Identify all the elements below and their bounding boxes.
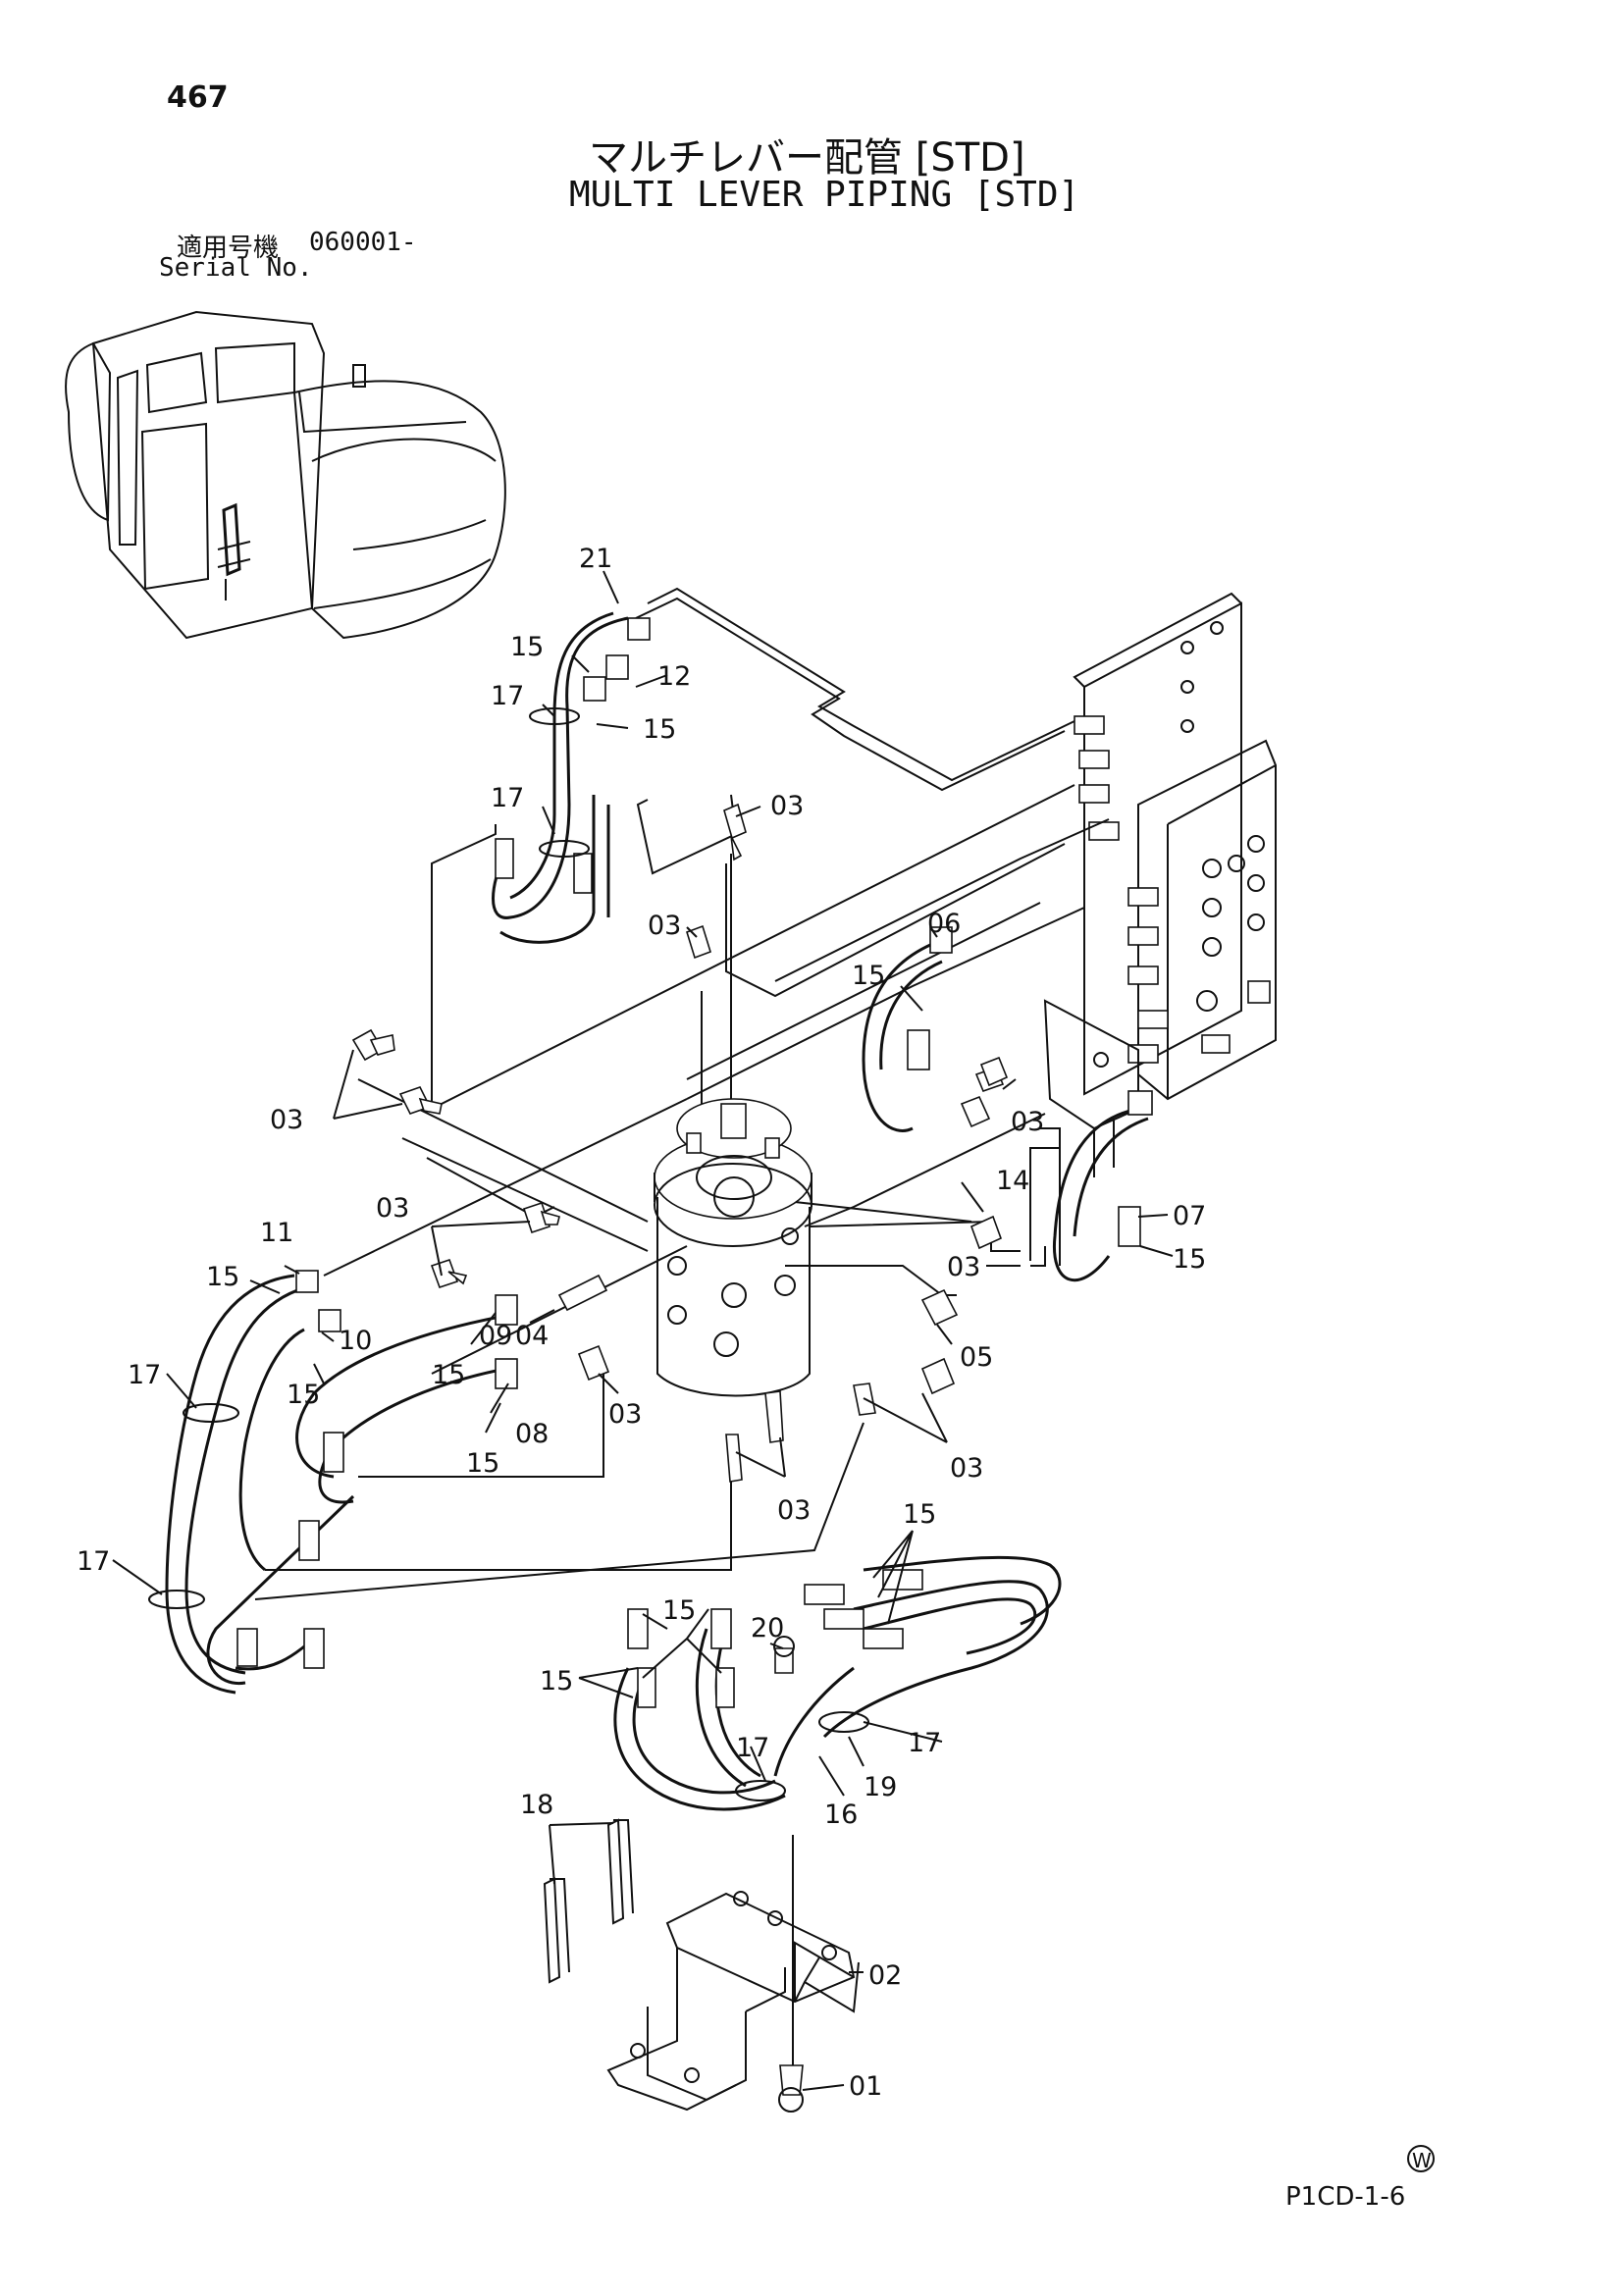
callout-15: 15: [510, 632, 544, 662]
callout-17: 17: [128, 1360, 161, 1390]
callout-11: 11: [260, 1218, 293, 1248]
callout-17: 17: [491, 681, 524, 711]
callout-20: 20: [751, 1613, 784, 1644]
multi-control-valve: [1043, 592, 1277, 1177]
callout-06: 06: [927, 909, 961, 939]
hose-end-fittings: [236, 617, 1153, 1708]
w-mark: W: [1407, 2145, 1435, 2172]
callout-03: 03: [947, 1252, 980, 1282]
callout-17: 17: [908, 1728, 941, 1758]
callout-03: 03: [950, 1453, 983, 1484]
multi-lever-block: [654, 1098, 812, 1397]
callout-15: 15: [287, 1380, 320, 1410]
callout-02: 02: [868, 1960, 902, 1991]
callout-15: 15: [206, 1262, 239, 1292]
connection-lines: [254, 587, 1110, 1600]
callout-15: 15: [466, 1448, 499, 1479]
part-callouts: 21 15 12 17 15 17 03 03 06 15 03 03 14 0…: [77, 544, 1206, 2102]
callout-08: 08: [515, 1419, 549, 1449]
title-japanese: マルチレバー配管 [STD]: [589, 135, 1025, 181]
serial-label-english: Serial No.: [159, 253, 313, 283]
callout-18: 18: [520, 1790, 553, 1820]
callout-15: 15: [662, 1595, 696, 1626]
valve-ports: [1196, 835, 1265, 1012]
leader-lines: [112, 570, 1174, 2091]
callout-04: 04: [515, 1321, 549, 1351]
valve-fittings: [1074, 715, 1271, 1064]
callout-16: 16: [824, 1800, 858, 1830]
mounting-bracket: [543, 1636, 860, 2113]
callout-17: 17: [491, 783, 524, 813]
callout-17: 17: [77, 1546, 110, 1577]
callout-14: 14: [996, 1166, 1029, 1196]
callout-03: 03: [648, 911, 681, 941]
w-mark-letter: W: [1412, 2149, 1432, 2172]
page-number: 467: [167, 80, 229, 115]
callout-05: 05: [960, 1342, 993, 1373]
callout-03: 03: [376, 1193, 409, 1224]
callout-19: 19: [864, 1772, 897, 1802]
callout-03: 03: [770, 791, 804, 821]
callout-03: 03: [608, 1399, 642, 1430]
hose-clamps: [148, 707, 869, 1801]
callout-07: 07: [1173, 1201, 1206, 1231]
callout-12: 12: [657, 661, 691, 692]
callout-21: 21: [579, 544, 612, 574]
drawing-code: P1CD-1-6: [1285, 2182, 1406, 2212]
callout-03: 03: [777, 1495, 811, 1526]
callout-17: 17: [736, 1733, 769, 1763]
callout-15: 15: [852, 961, 885, 991]
callout-10: 10: [339, 1326, 372, 1356]
hoses: [165, 611, 1149, 1811]
excavator-locator-sketch: [65, 310, 506, 640]
fittings: [351, 803, 1009, 1483]
callout-03: 03: [270, 1105, 303, 1135]
serial-label-japanese: 適用号機: [177, 234, 280, 263]
callout-15: 15: [1173, 1244, 1206, 1275]
callout-01: 01: [849, 2071, 882, 2102]
callout-15: 15: [432, 1360, 465, 1390]
title-english: MULTI LEVER PIPING [STD]: [569, 175, 1080, 215]
callout-09: 09: [479, 1321, 512, 1351]
callout-15: 15: [643, 714, 676, 745]
serial-range: 060001-: [309, 228, 417, 257]
callout-03: 03: [1011, 1107, 1044, 1137]
callout-15: 15: [903, 1499, 936, 1530]
callout-15: 15: [540, 1666, 573, 1696]
